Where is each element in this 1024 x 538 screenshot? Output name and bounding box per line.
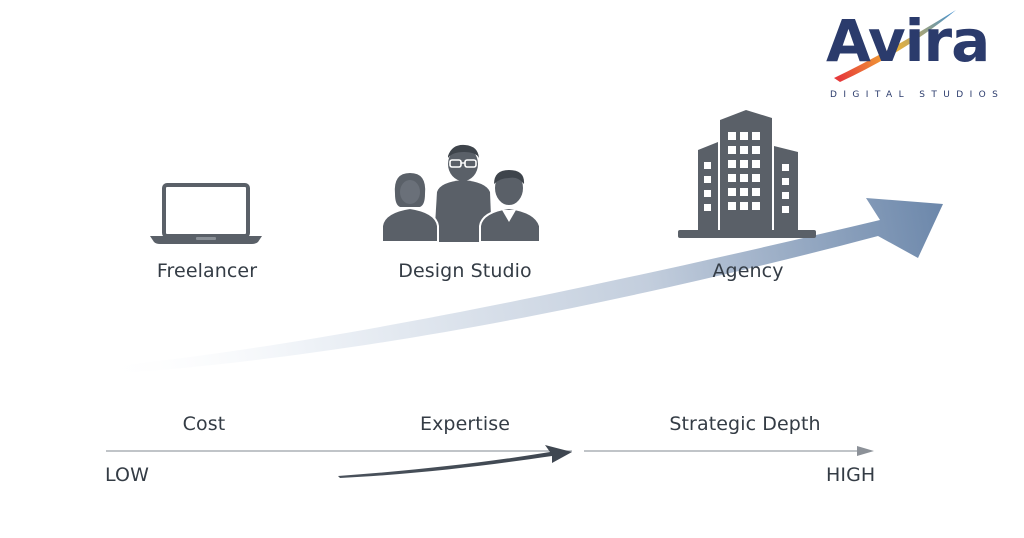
tier-label-freelancer: Freelancer bbox=[156, 260, 258, 282]
factor-label-cost: Cost bbox=[182, 413, 226, 435]
brand-tagline: DIGITAL STUDIOS bbox=[830, 90, 1005, 100]
axis-high-label: HIGH bbox=[826, 464, 876, 486]
factor-label-strategic-depth: Strategic Depth bbox=[669, 413, 821, 435]
tier-label-design-studio: Design Studio bbox=[398, 260, 532, 282]
axis-low-label: LOW bbox=[105, 464, 149, 486]
office-building-icon bbox=[678, 110, 816, 238]
brand-name: Avira bbox=[826, 7, 990, 75]
axis-arrowhead bbox=[857, 446, 874, 456]
laptop-icon bbox=[150, 183, 262, 244]
team-icon bbox=[381, 144, 541, 243]
tier-label-agency: Agency bbox=[712, 260, 784, 282]
brand-logo: Avira DIGITAL STUDIOS bbox=[818, 6, 1018, 106]
expertise-arrow bbox=[338, 445, 572, 478]
factor-label-expertise: Expertise bbox=[419, 413, 511, 435]
logo-swoosh-icon bbox=[834, 10, 956, 82]
